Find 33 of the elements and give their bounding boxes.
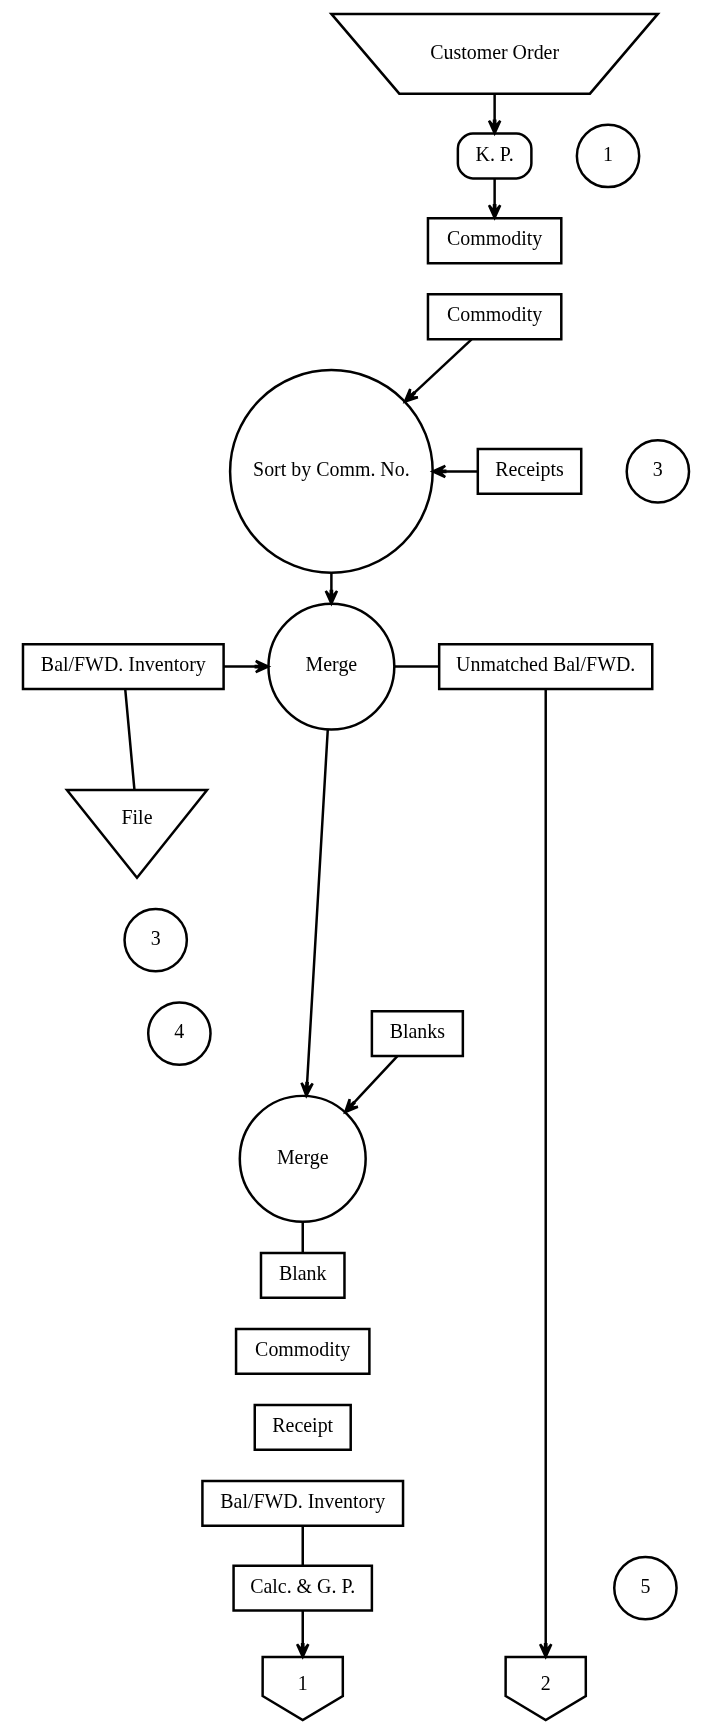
arrow xyxy=(300,729,329,1097)
node-circle: 4 xyxy=(146,1001,212,1066)
node-box: Calc. & G. P. xyxy=(232,1564,374,1612)
node-box: Commodity xyxy=(426,293,563,341)
node-circle: Sort by Comm. No. xyxy=(228,368,434,574)
arrow xyxy=(487,93,502,135)
node-circle: Merge xyxy=(267,602,396,731)
node-circle: 3 xyxy=(625,439,691,504)
connector xyxy=(124,688,136,790)
node-box: Bal/FWD. Inventory xyxy=(21,642,225,691)
node-circle: 1 xyxy=(575,123,641,189)
node-box: Bal/FWD. Inventory xyxy=(201,1479,405,1527)
node-box: Receipt xyxy=(253,1403,352,1451)
arrow xyxy=(487,178,502,219)
arrow xyxy=(223,659,270,674)
arrow xyxy=(538,689,553,1658)
arrow xyxy=(295,1610,310,1659)
arrow xyxy=(344,1055,399,1114)
connector xyxy=(394,665,439,668)
node-circle: 5 xyxy=(613,1555,678,1621)
node-box: Blank xyxy=(259,1251,346,1299)
node-box: Commodity xyxy=(234,1327,371,1375)
node-box: Commodity xyxy=(426,217,563,265)
arrow xyxy=(324,572,339,605)
node-box: Blanks xyxy=(370,1009,465,1058)
arrow xyxy=(403,338,473,403)
connector xyxy=(301,1222,304,1253)
arrow xyxy=(431,464,478,479)
node-box: K. P. xyxy=(456,132,533,180)
node-circle: 3 xyxy=(123,907,189,973)
node-box: Receipts xyxy=(476,447,583,496)
connector xyxy=(301,1526,304,1566)
node-box: Unmatched Bal/FWD. xyxy=(437,642,654,691)
